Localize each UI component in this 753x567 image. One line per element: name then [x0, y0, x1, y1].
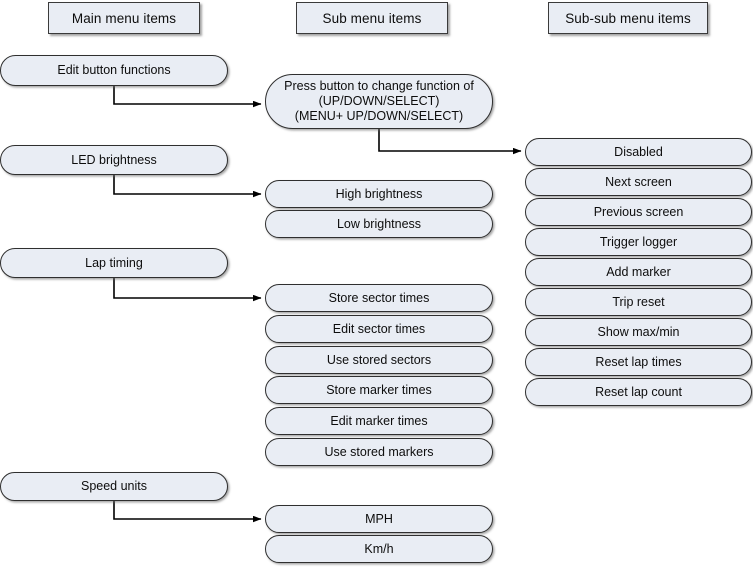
node-label: Edit button functions: [57, 63, 171, 78]
node-label: Use stored sectors: [326, 352, 432, 367]
node-label: Previous screen: [593, 204, 684, 219]
sub-sub-menu-item-trip-reset[interactable]: Trip reset: [525, 288, 752, 316]
connector-lap-timing-to-store-sector-times: [113, 278, 262, 302]
sub-sub-menu-item-next-screen[interactable]: Next screen: [525, 168, 752, 196]
node-label: LED brightness: [71, 152, 157, 167]
node-label: Use stored markers: [324, 444, 434, 459]
sub-menu-item-press-button-to-change-function-of[interactable]: Press button to change function of(UP/DO…: [265, 74, 493, 129]
sub-sub-menu-item-reset-lap-times[interactable]: Reset lap times: [525, 348, 752, 376]
sub-menu-item-use-stored-markers[interactable]: Use stored markers: [265, 438, 493, 466]
connector-edit-button-functions-to-press-button: [113, 86, 262, 108]
node-label: Store sector times: [328, 290, 430, 305]
connector-speed-units-to-mph: [113, 501, 262, 523]
node-label: High brightness: [335, 186, 423, 201]
main-menu-item-led-brightness[interactable]: LED brightness: [0, 145, 228, 175]
sub-menu-item-use-stored-sectors[interactable]: Use stored sectors: [265, 346, 493, 374]
node-label: Lap timing: [85, 255, 143, 270]
main-menu-item-edit-button-functions[interactable]: Edit button functions: [0, 55, 228, 86]
sub-menu-item-mph[interactable]: MPH: [265, 505, 493, 533]
main-menu-item-speed-units[interactable]: Speed units: [0, 472, 228, 501]
sub-menu-item-high-brightness[interactable]: High brightness: [265, 180, 493, 208]
node-label: Low brightness: [336, 216, 422, 231]
sub-sub-menu-item-disabled[interactable]: Disabled: [525, 138, 752, 166]
node-label: Store marker times: [326, 382, 432, 397]
node-label: Speed units: [80, 479, 148, 494]
column-header-sub-sub-menu-items: Sub-sub menu items: [548, 2, 708, 34]
node-line: Press button to change function of: [284, 79, 474, 94]
sub-menu-item-low-brightness[interactable]: Low brightness: [265, 210, 493, 238]
column-header-main-menu-items: Main menu items: [48, 2, 200, 34]
node-label: Edit sector times: [332, 321, 426, 336]
column-header-sub-menu-items: Sub menu items: [296, 2, 448, 34]
node-line: (UP/DOWN/SELECT): [318, 94, 440, 109]
node-label: Disabled: [614, 144, 663, 159]
node-label: Trigger logger: [599, 234, 678, 249]
node-label: Show max/min: [597, 324, 680, 339]
sub-menu-item-km-h[interactable]: Km/h: [265, 535, 493, 563]
sub-sub-menu-item-add-marker[interactable]: Add marker: [525, 258, 752, 286]
node-label: Add marker: [606, 264, 671, 279]
sub-sub-menu-item-show-max-min[interactable]: Show max/min: [525, 318, 752, 346]
sub-menu-item-edit-marker-times[interactable]: Edit marker times: [265, 407, 493, 435]
node-line: (MENU+ UP/DOWN/SELECT): [294, 108, 464, 123]
node-label: Edit marker times: [330, 413, 428, 428]
main-menu-item-lap-timing[interactable]: Lap timing: [0, 248, 228, 278]
connector-press-button-to-disabled: [378, 129, 522, 155]
node-label: Next screen: [605, 174, 672, 189]
sub-sub-menu-item-reset-lap-count[interactable]: Reset lap count: [525, 378, 752, 406]
node-label: Km/h: [364, 541, 394, 556]
sub-sub-menu-item-trigger-logger[interactable]: Trigger logger: [525, 228, 752, 256]
sub-menu-item-store-sector-times[interactable]: Store sector times: [265, 284, 493, 312]
node-label: Trip reset: [612, 294, 665, 309]
node-label: MPH: [365, 511, 393, 526]
connector-led-brightness-to-high-brightness: [113, 175, 262, 198]
sub-sub-menu-item-previous-screen[interactable]: Previous screen: [525, 198, 752, 226]
sub-menu-item-store-marker-times[interactable]: Store marker times: [265, 376, 493, 404]
sub-menu-item-edit-sector-times[interactable]: Edit sector times: [265, 315, 493, 343]
node-label: Reset lap count: [595, 384, 682, 399]
node-label: Reset lap times: [595, 354, 682, 369]
